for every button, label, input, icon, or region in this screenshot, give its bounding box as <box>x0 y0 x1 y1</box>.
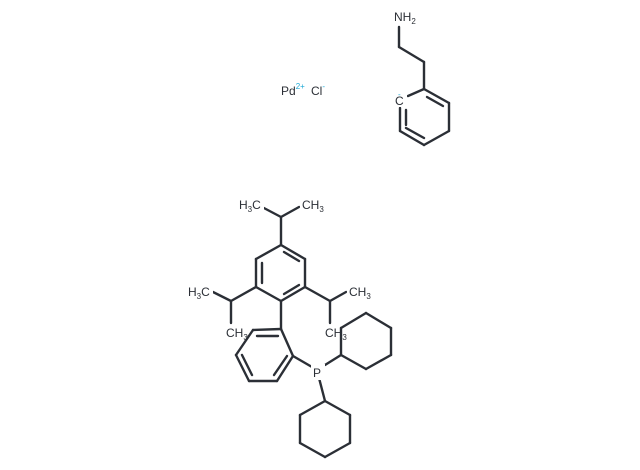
bond <box>251 327 283 332</box>
h3c-top-c: C <box>252 198 261 212</box>
bond <box>406 87 426 98</box>
bond <box>298 399 327 417</box>
methyl-label-top-left: H3C <box>238 196 264 214</box>
bond <box>328 290 348 303</box>
ch3-right-low-text: CH <box>325 326 342 340</box>
svg-text:CH3: CH3 <box>226 326 248 342</box>
bond <box>240 353 254 377</box>
cl-charge: - <box>322 82 325 91</box>
phosphorus-text: P <box>313 366 321 380</box>
h3c-left-h: H <box>188 285 197 299</box>
ch3-left-low-text: CH <box>226 326 243 340</box>
svg-text:Pd2+: Pd2+ <box>281 82 305 98</box>
nh2-text: NH <box>394 10 411 24</box>
methyl-label-right-low: CH3 <box>325 326 347 342</box>
bond <box>364 353 393 371</box>
bond <box>279 327 295 358</box>
svg-text:H3C: H3C <box>188 285 210 301</box>
methyl-label-left: H3C <box>187 283 213 301</box>
bond <box>404 126 426 140</box>
h3c-left-c: C <box>201 285 210 299</box>
bond <box>339 353 368 371</box>
chloride-label: Cl- <box>311 82 325 98</box>
pd-charge: 2+ <box>296 82 305 91</box>
ch3-top-sub: 3 <box>319 205 324 214</box>
bond <box>298 441 327 459</box>
h3c-top-sub: 3 <box>248 205 253 214</box>
h3c-left-sub: 3 <box>197 292 202 301</box>
bond <box>397 45 426 64</box>
ch3-top-text: CH <box>302 198 319 212</box>
bond <box>398 129 426 147</box>
phenethylamine-fragment <box>397 25 451 147</box>
bond <box>211 290 233 303</box>
triisopropylphenyl-fragment <box>211 205 348 331</box>
carbanion-label: C - <box>393 90 407 108</box>
c-anion-charge: - <box>398 90 401 99</box>
bond <box>323 441 352 459</box>
bond <box>425 95 445 108</box>
bond <box>422 129 451 147</box>
bond <box>282 250 301 263</box>
methyl-label-top-right: CH3 <box>300 196 326 214</box>
bond <box>364 311 393 330</box>
bond <box>275 354 295 383</box>
svg-text:H3C: H3C <box>239 198 261 214</box>
svg-text:CH3: CH3 <box>325 326 347 342</box>
cyclohexyl-lower <box>298 376 352 459</box>
bond <box>279 243 307 261</box>
nh2-subscript: 2 <box>411 17 416 26</box>
bond <box>229 285 258 303</box>
svg-text:Cl-: Cl- <box>311 82 325 98</box>
palladium-label: Pd2+ <box>281 82 305 98</box>
ch3-right-sub: 3 <box>366 292 371 301</box>
h3c-top-h: H <box>239 198 248 212</box>
nh2-label: NH2 <box>392 8 418 26</box>
ch3-left-low-sub: 3 <box>243 333 248 342</box>
bond <box>260 205 283 219</box>
phosphorus-label: P <box>311 364 325 380</box>
svg-text:C: C <box>395 94 404 108</box>
svg-text:CH3: CH3 <box>349 285 371 301</box>
svg-text:NH2: NH2 <box>394 10 416 26</box>
cl-text: Cl <box>311 84 322 98</box>
bond <box>282 283 301 296</box>
bond <box>291 354 314 369</box>
biaryl-phenyl-fragment <box>234 327 314 383</box>
methyl-label-left-low: CH3 <box>226 326 248 342</box>
bond <box>254 243 283 261</box>
bond <box>272 354 289 377</box>
cyclohexyl-upper <box>323 311 393 371</box>
bond <box>339 311 368 330</box>
bond <box>279 205 301 219</box>
c-anion-text: C <box>395 94 404 108</box>
ch3-right-low-sub: 3 <box>342 333 347 342</box>
bond <box>303 285 332 303</box>
bond <box>234 328 255 357</box>
svg-text:CH3: CH3 <box>302 198 324 214</box>
pd-text: Pd <box>281 84 296 98</box>
ch3-right-text: CH <box>349 285 366 299</box>
bond <box>323 399 352 417</box>
bond <box>254 285 283 303</box>
bond <box>234 353 251 383</box>
bond <box>279 285 307 303</box>
methyl-label-right: CH3 <box>347 283 373 301</box>
bond <box>323 353 343 367</box>
bond <box>317 376 327 403</box>
bond <box>422 87 451 105</box>
